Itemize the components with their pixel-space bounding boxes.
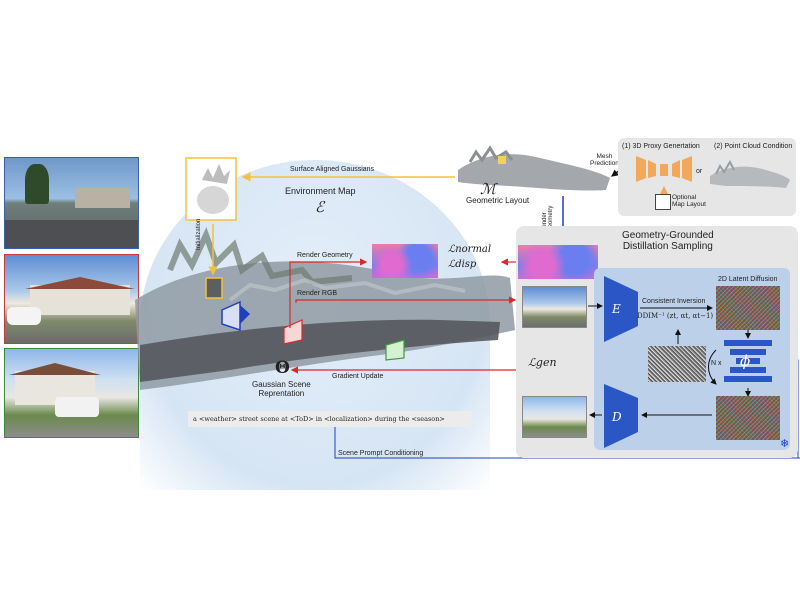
surface-aligned-gaussians-label: Surface Aligned Gaussians (290, 166, 375, 173)
point-cloud-condition-label: (2) Point Cloud Condition (714, 143, 793, 150)
or-label: or (696, 168, 703, 175)
gdds-title: Geometry-Grounded Distillation Sampling (622, 230, 714, 252)
rendered-rgb-image (522, 286, 587, 328)
geometric-layout-mesh (458, 145, 610, 191)
latent-diffusion-label: 2D Latent Diffusion (718, 276, 778, 283)
camera-frustum-green (385, 339, 405, 361)
geometric-layout-label: Geometric Layout (466, 196, 530, 205)
gradient-update-label: Gradient Update (332, 373, 384, 380)
loss-gen: ℒgen (528, 356, 557, 369)
consistent-inversion-label: Consistent Inversion (642, 298, 706, 305)
scene-prompt-conditioning-label: Scene Prompt Conditioning (338, 450, 424, 457)
frozen-icon: ❄ (780, 437, 790, 450)
gaussian-scene-label: Gaussian Scene Reprentation (252, 380, 311, 398)
loss-normal: ℒnormal (448, 244, 492, 255)
ddim-formula: DDIM⁻¹ (zt, αt, αt−1) (637, 312, 714, 320)
noisy-latent-top (716, 286, 780, 330)
loss-disp: ℒdisp (448, 259, 477, 270)
gaussian-noise (648, 346, 706, 382)
phi-symbol: ϕ (740, 352, 751, 370)
n-times-label: N x (711, 360, 722, 367)
decoded-rgb-image (522, 396, 587, 438)
scene-prompt-text: a <weather> street scene at <ToD> in <lo… (193, 415, 445, 423)
render-geometry-label: Render Geometry (297, 252, 353, 259)
input-photo-2 (4, 254, 139, 344)
gaussian-point-cloud (135, 227, 515, 390)
environment-map-symbol: ℰ (315, 198, 325, 216)
map-layout-icon (655, 194, 671, 210)
camera-frustum-red (283, 319, 303, 345)
denoiser-unet (724, 340, 772, 382)
proxy-unet-icon (636, 156, 692, 206)
decoder-block (604, 384, 638, 448)
gaussian-symbol: Θ (275, 358, 290, 378)
proxy-generation-label: (1) 3D Proxy Genertation (622, 143, 700, 150)
decoder-label: D (612, 410, 622, 424)
encoder-label: E (612, 302, 621, 316)
mesh-prediction-label: Mesh Prediction (590, 153, 619, 167)
camera-frustum-blue (221, 300, 250, 332)
encoder-block (604, 276, 638, 342)
point-cloud-condition-icon (710, 159, 790, 188)
denoised-latent-bottom (716, 396, 780, 440)
environment-map-label: Environment Map (285, 186, 356, 196)
geometric-layout-symbol: ℳ (480, 180, 497, 198)
input-photo-3 (4, 348, 139, 438)
optional-map-layout-label: Optional Map Layout (672, 194, 706, 208)
rendered-normal-map (372, 244, 438, 278)
initialization-box (205, 277, 223, 299)
input-photo-1 (4, 157, 139, 249)
render-rgb-label: Render RGB (297, 290, 338, 297)
scene-prompt-box (188, 411, 472, 427)
gdds-normal-map (518, 245, 598, 279)
